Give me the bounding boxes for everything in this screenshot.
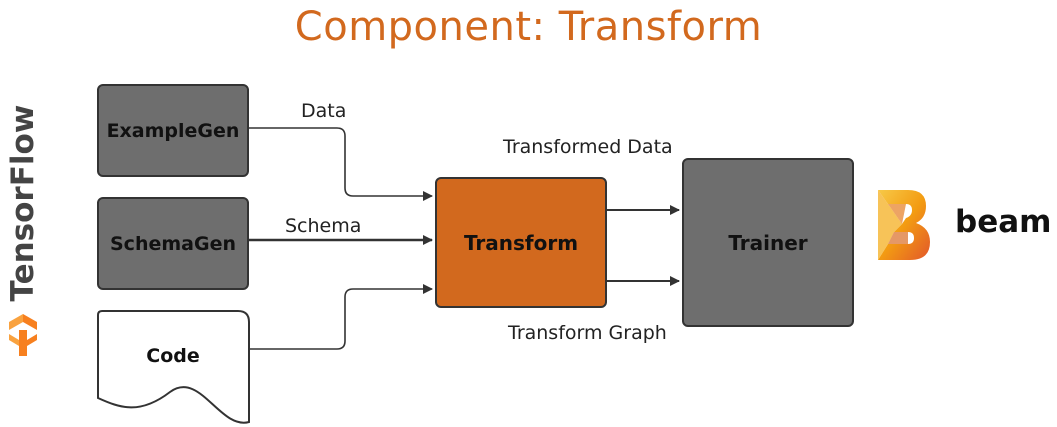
data-edge bbox=[249, 127, 433, 201]
beam-wordmark: beam bbox=[955, 204, 1052, 240]
example-gen-label: ExampleGen bbox=[106, 119, 240, 142]
tensorflow-wordmark: TensorFlow bbox=[5, 104, 41, 302]
trainer-node: Trainer bbox=[682, 158, 854, 327]
page-title: Component: Transform bbox=[294, 4, 763, 50]
transformed-data-edge-label: Transformed Data bbox=[503, 136, 673, 158]
transform-node: Transform bbox=[435, 177, 607, 308]
code-node: Code bbox=[97, 311, 249, 401]
trainer-label: Trainer bbox=[728, 230, 808, 255]
code-edge bbox=[249, 284, 433, 350]
tensorflow-logo-icon bbox=[9, 314, 37, 356]
transform-label: Transform bbox=[463, 230, 579, 255]
data-edge-label: Data bbox=[301, 100, 347, 122]
schema-gen-node: SchemaGen bbox=[97, 197, 249, 290]
code-label: Code bbox=[146, 345, 200, 367]
code-node-shape bbox=[97, 310, 250, 424]
transform-graph-edge-label: Transform Graph bbox=[508, 322, 667, 344]
beam-logo-icon bbox=[878, 190, 930, 260]
schema-edge-label: Schema bbox=[285, 215, 362, 237]
schema-gen-label: SchemaGen bbox=[110, 232, 236, 255]
example-gen-node: ExampleGen bbox=[97, 84, 249, 177]
